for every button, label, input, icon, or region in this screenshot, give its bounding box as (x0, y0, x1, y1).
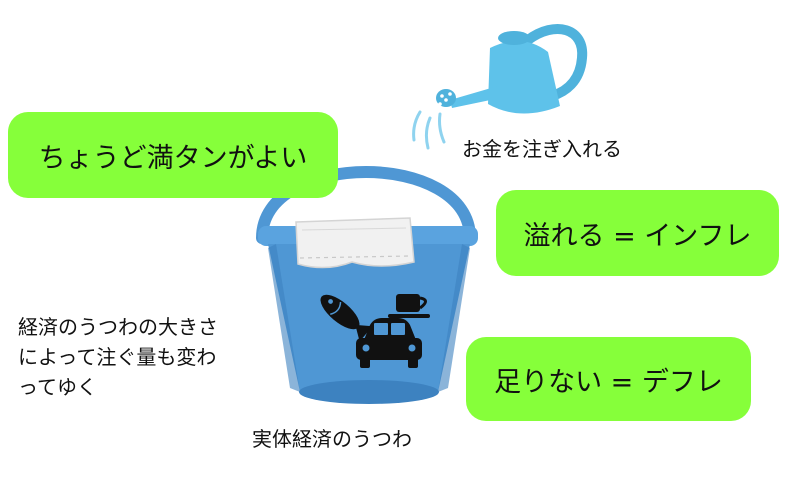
box-deflation: 足りない = デフレ (466, 337, 751, 421)
towel-icon (295, 217, 415, 269)
fish-icon (320, 294, 373, 342)
box-inflation-text: 溢れる = インフレ (523, 220, 752, 252)
real-economy-vessel-label: 実体経済のうつわ (252, 427, 412, 451)
vessel-size-note: 経済のうつわの大きさ によって注ぐ量も変わ ってゆく (18, 312, 218, 402)
watering-can-icon (436, 24, 588, 114)
box-full-tank-text: ちょうど満タンがよい (38, 142, 308, 174)
water-stream (412, 110, 446, 150)
box-full-tank: ちょうど満タンがよい (8, 112, 338, 198)
box-inflation: 溢れる = インフレ (496, 190, 779, 276)
bucket-icon (256, 166, 478, 404)
vessel-size-note-line: 経済のうつわの大きさ (18, 315, 218, 339)
cup-icon (388, 294, 430, 318)
vessel-size-note-line: によって注ぐ量も変わ (18, 345, 217, 369)
box-deflation-text: 足りない = デフレ (494, 366, 723, 398)
vessel-size-note-line: ってゆく (18, 375, 97, 399)
car-icon (356, 318, 422, 368)
pour-money-label: お金を注ぎ入れる (462, 137, 622, 161)
